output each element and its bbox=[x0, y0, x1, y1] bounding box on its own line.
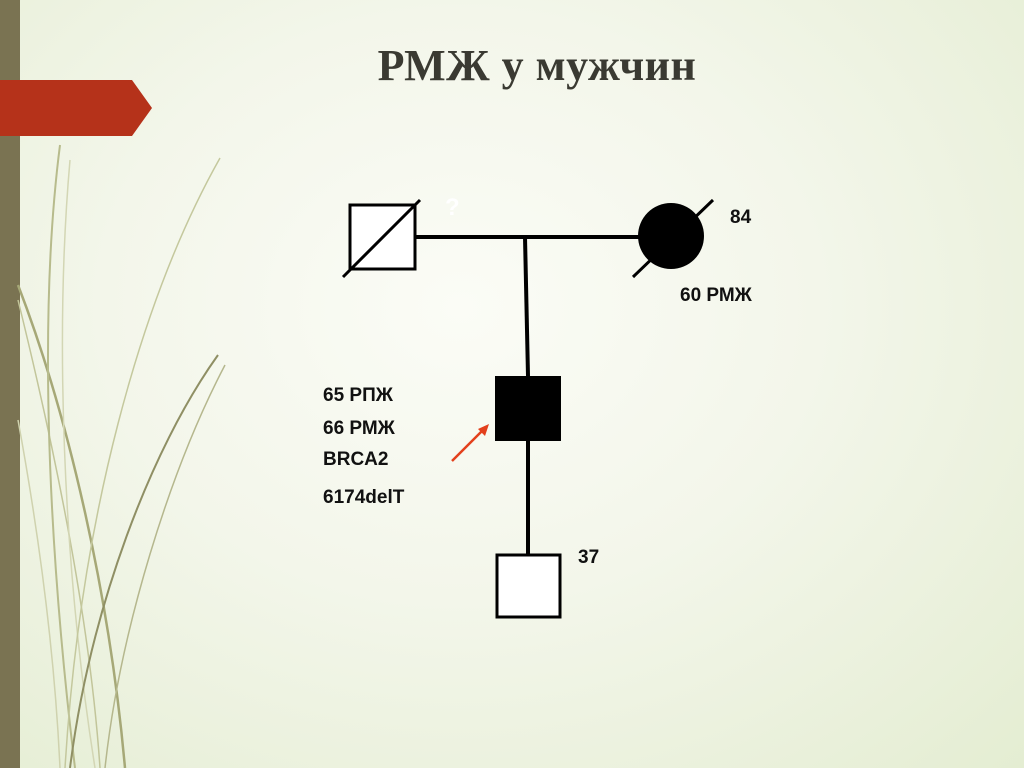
father-question-mark: ? bbox=[445, 194, 460, 221]
accent-tab-arrow bbox=[0, 80, 152, 136]
grass-line bbox=[104, 364, 226, 768]
son-square bbox=[495, 553, 562, 619]
mother-symbol bbox=[631, 198, 715, 279]
son-age-label: 37 bbox=[578, 547, 600, 568]
father-deceased-slash bbox=[341, 198, 422, 279]
proband-arrow-head bbox=[478, 424, 489, 436]
mother-age-label: 84 bbox=[730, 207, 752, 228]
proband-arrow-shaft bbox=[451, 430, 483, 462]
proband-mutation-label: 6174delT bbox=[323, 487, 405, 508]
mother-circle bbox=[638, 203, 704, 269]
proband-note-line: 66 РМЖ bbox=[323, 418, 395, 439]
descent-line-parents bbox=[523, 236, 530, 377]
grass-line bbox=[17, 419, 61, 768]
left-bar bbox=[0, 0, 20, 768]
grass-line bbox=[16, 284, 127, 768]
father-symbol bbox=[341, 198, 422, 279]
slide-title: РМЖ у мужчин bbox=[377, 41, 697, 90]
grass-line bbox=[61, 159, 96, 768]
proband-arrow-icon bbox=[451, 424, 489, 462]
mother-deceased-slash bbox=[631, 198, 715, 279]
grass-line bbox=[64, 157, 221, 768]
proband-note-line: BRCA2 bbox=[323, 449, 389, 470]
mother-diagnosis-label: 60 РМЖ bbox=[680, 285, 752, 306]
proband-square bbox=[495, 376, 561, 441]
grass-line bbox=[69, 354, 219, 768]
grass-line bbox=[47, 144, 76, 768]
proband-note-line: 65 РПЖ bbox=[323, 385, 393, 406]
